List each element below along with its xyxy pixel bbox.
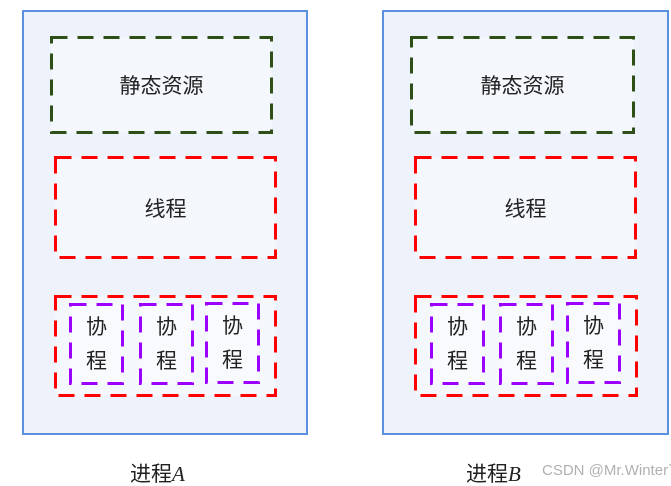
coroutine-a-3: 协程	[205, 302, 260, 384]
coroutine-a-2-border	[139, 303, 194, 385]
coroutine-a-1-border	[69, 303, 124, 385]
thread-a: 线程	[54, 156, 277, 259]
process-caption-letter: B	[508, 462, 521, 486]
coroutine-b-3-label: 协程	[583, 314, 604, 372]
coroutine-b-1-label: 协程	[447, 315, 468, 373]
process-b	[382, 10, 669, 435]
coroutine-b-2-label: 协程	[516, 315, 537, 373]
coroutine-b-2-border	[499, 303, 554, 385]
coroutine-a-3-label: 协程	[222, 314, 243, 372]
static-resources-b-label: 静态资源	[480, 74, 565, 98]
process-a-caption: 进程A	[130, 458, 185, 486]
thread-a-label: 线程	[144, 196, 187, 221]
coroutine-a-1-label: 协程	[86, 315, 107, 373]
process-a	[22, 10, 308, 435]
coroutine-group-a-border	[54, 295, 277, 397]
coroutine-b-2: 协程	[499, 303, 554, 385]
coroutine-b-1-border	[430, 303, 485, 385]
coroutine-group-a	[54, 295, 277, 397]
thread-b: 线程	[414, 156, 637, 259]
coroutine-a-3-border	[205, 302, 260, 384]
coroutine-a-2-label: 协程	[156, 315, 177, 373]
coroutine-a-1: 协程	[69, 303, 124, 385]
static-resources-b: 静态资源	[410, 36, 635, 134]
coroutine-b-3-border	[566, 302, 621, 384]
coroutine-b-3: 协程	[566, 302, 621, 384]
process-caption-text: 进程	[130, 462, 172, 486]
coroutine-a-2: 协程	[139, 303, 194, 385]
thread-b-label: 线程	[504, 196, 547, 221]
watermark: CSDN @Mr.Winter`	[542, 462, 671, 479]
static-resources-a-border	[50, 36, 273, 134]
process-b-caption: 进程B	[466, 458, 521, 486]
process-caption-text: 进程	[466, 462, 508, 486]
static-resources-a-label: 静态资源	[119, 74, 204, 98]
thread-b-border	[414, 156, 637, 259]
coroutine-group-b	[414, 295, 638, 397]
thread-a-border	[54, 156, 277, 259]
process-caption-letter: A	[172, 462, 185, 486]
static-resources-b-border	[410, 36, 635, 134]
static-resources-a: 静态资源	[50, 36, 273, 134]
coroutine-group-b-border	[414, 295, 638, 397]
coroutine-b-1: 协程	[430, 303, 485, 385]
